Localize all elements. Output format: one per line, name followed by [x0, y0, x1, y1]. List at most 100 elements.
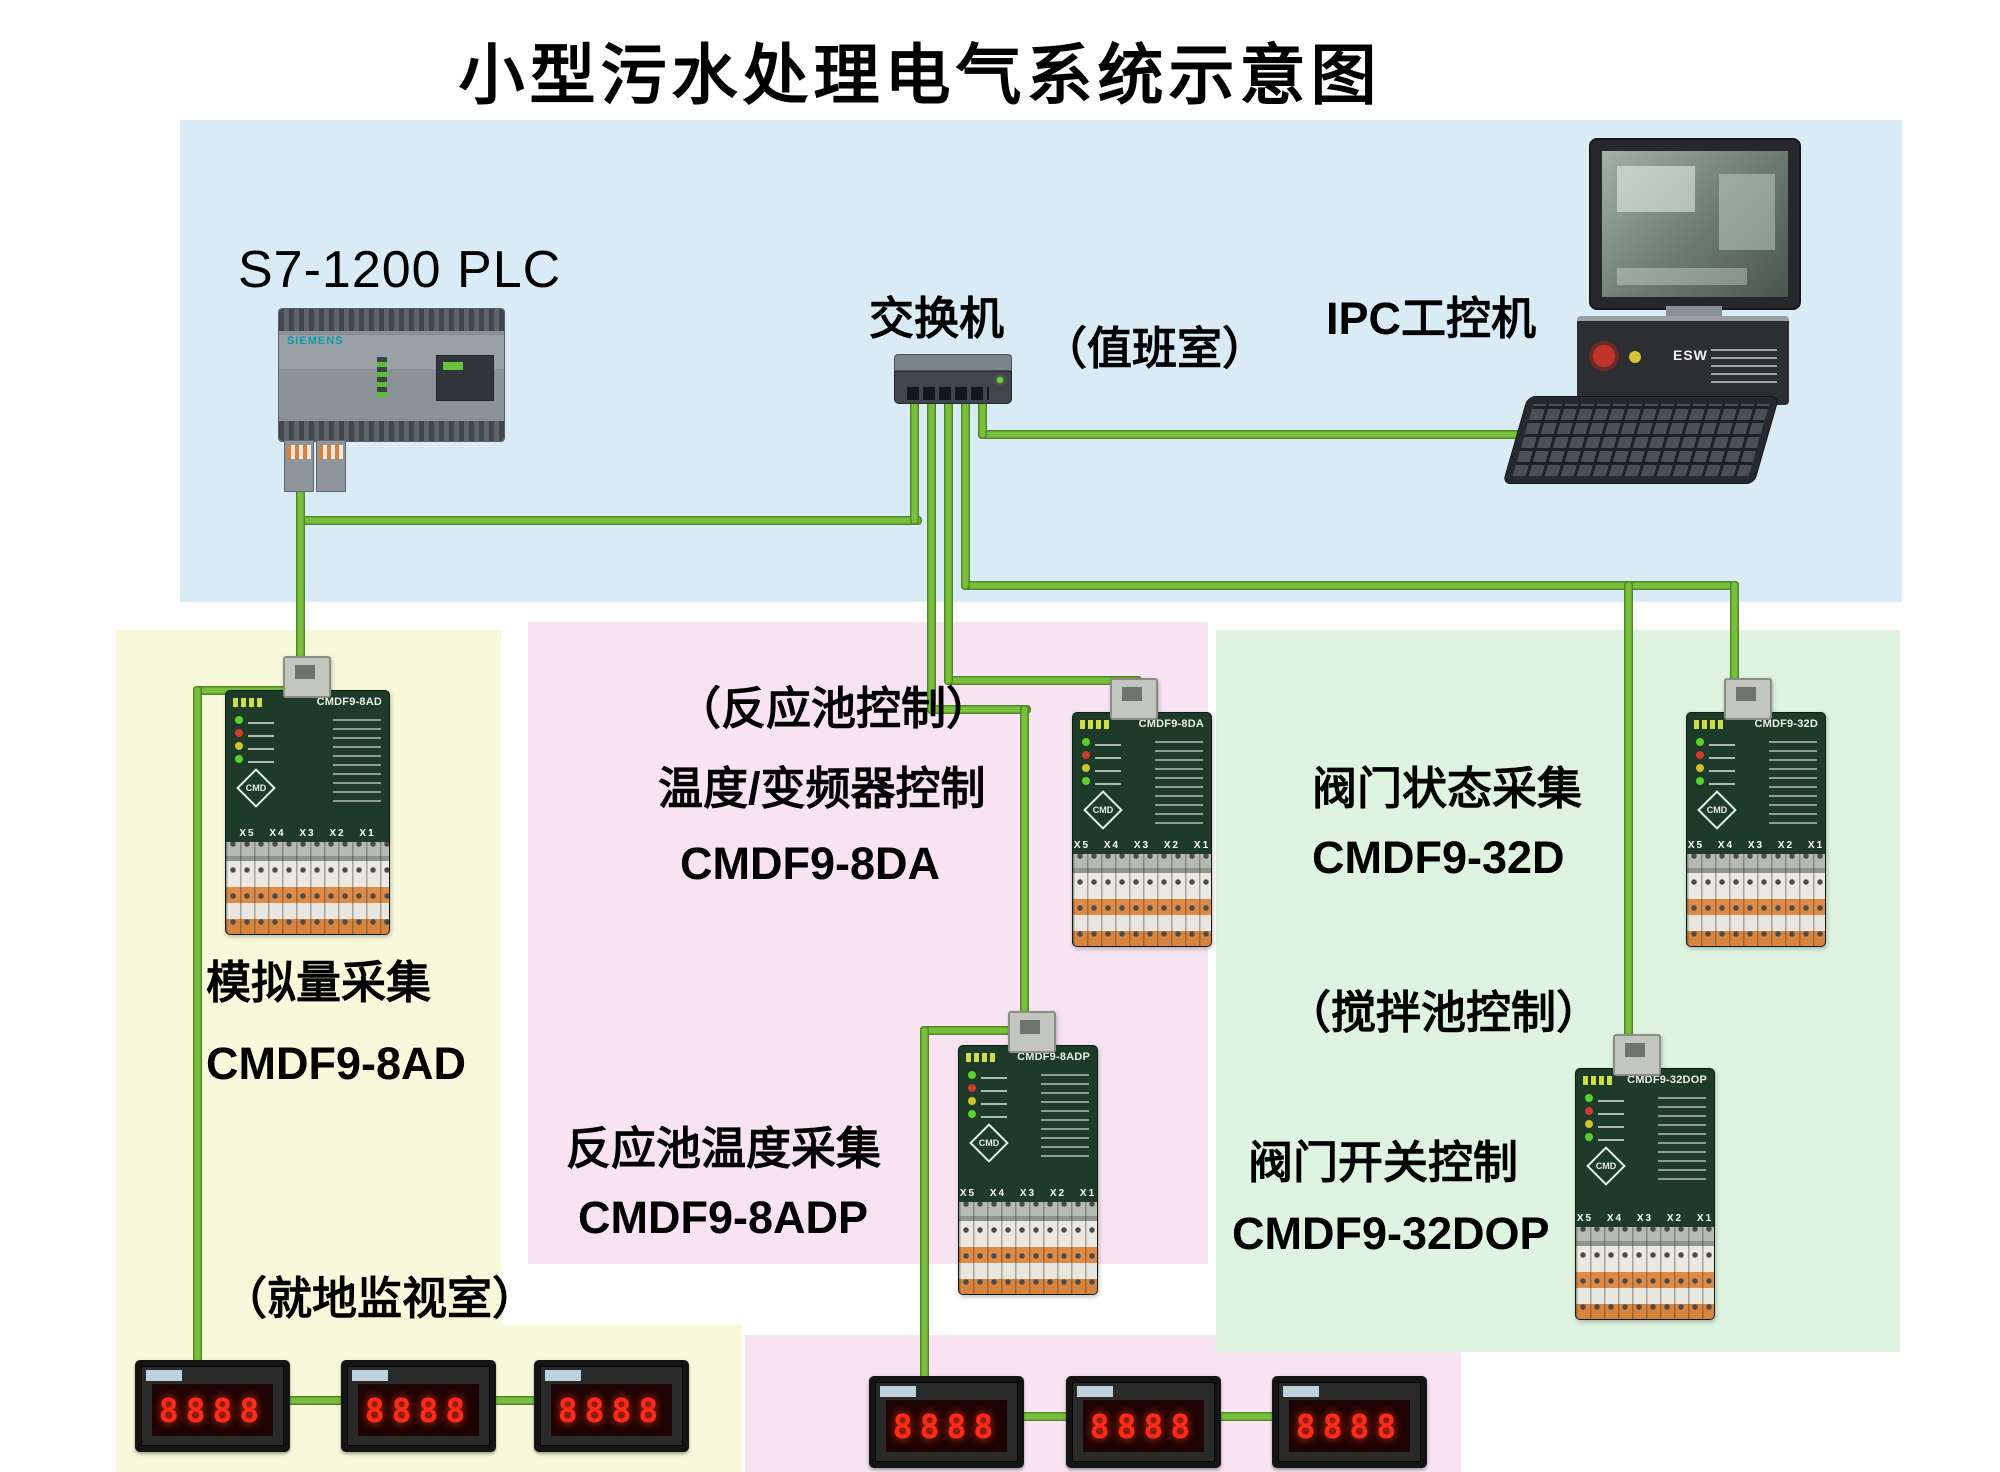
- module-terminal-labels: X5 X4 X3 X2 X1: [1687, 840, 1825, 851]
- panel-meter: 8888: [341, 1360, 496, 1452]
- plc-brand-label: SIEMENS: [287, 335, 344, 347]
- module-model-label: CMDF9-8ADP: [1017, 1051, 1090, 1063]
- panel-meter: 8888: [1272, 1376, 1427, 1468]
- ipc-badge-label: ESW: [1673, 347, 1708, 363]
- module-body: CMDF9-32D CMD X5 X4 X3 X2 X1: [1686, 712, 1826, 947]
- meter-display: 8888: [1083, 1400, 1204, 1452]
- module-led-column: [1585, 1094, 1593, 1102]
- module-body: CMDF9-8ADP CMD X5 X4 X3 X2 X1: [958, 1045, 1098, 1295]
- cmd-logo-text: CMD: [1595, 1161, 1617, 1171]
- module-led-column: [1082, 738, 1090, 746]
- ethernet-switch-device: [894, 354, 1012, 404]
- plc-device: SIEMENS: [278, 308, 505, 492]
- module-led-labels: [1095, 739, 1121, 785]
- meter-display: 8888: [551, 1384, 672, 1436]
- plc-label: S7-1200 PLC: [238, 241, 562, 299]
- model-8adp-label: CMDF9-8ADP: [578, 1192, 869, 1243]
- reaction-pool-control-label: （反应池控制）: [676, 683, 992, 734]
- switch-power-led-icon: [997, 377, 1003, 383]
- module-terminal-labels: X5 X4 X3 X2 X1: [1073, 840, 1211, 851]
- module-text-lines: [1041, 1073, 1089, 1157]
- model-32d-label: CMDF9-32D: [1312, 832, 1565, 883]
- cable-switch-port4-drop: [961, 398, 970, 590]
- cable-8ad-to-meters: [193, 686, 202, 1402]
- module-led-labels: [1709, 739, 1735, 785]
- module-terminal-labels: X5 X4 X3 X2 X1: [959, 1188, 1097, 1199]
- local-monitor-room-label: （就地监视室）: [222, 1273, 538, 1324]
- emergency-button-icon: [1593, 345, 1615, 367]
- cmd-logo-text: CMD: [978, 1138, 1000, 1148]
- switch-label: 交换机: [869, 293, 1005, 344]
- screen-statusbar: [1616, 267, 1748, 286]
- keyboard-keys: [1512, 404, 1770, 476]
- cable-8adp-to-meters: [920, 1026, 929, 1418]
- temp-vfd-control-label: 温度/变频器控制: [658, 763, 986, 814]
- module-text-lines: [1155, 740, 1203, 824]
- meter-display: 8888: [358, 1384, 479, 1436]
- power-button-icon: [1629, 351, 1641, 363]
- meter-badge: [352, 1370, 388, 1381]
- ipc-keyboard: [1502, 396, 1780, 484]
- module-body: CMDF9-8AD CMD X5 X4 X3 X2 X1: [225, 690, 390, 935]
- plc-led-column: [377, 357, 387, 397]
- module-brand-dots: [233, 697, 265, 707]
- module-cmdf9-8adp: CMDF9-8ADP CMD X5 X4 X3 X2 X1: [958, 1011, 1098, 1295]
- meter-display: 8888: [152, 1384, 273, 1436]
- module-text-lines: [1658, 1096, 1706, 1180]
- model-32dop-label: CMDF9-32DOP: [1232, 1208, 1550, 1259]
- cable-switch-port2-drop: [927, 398, 936, 714]
- valve-status-label: 阀门状态采集: [1312, 763, 1583, 814]
- module-brand-dots: [966, 1052, 998, 1062]
- plc-expansion-module: [316, 440, 346, 492]
- module-terminal-labels: X5 X4 X3 X2 X1: [239, 828, 376, 839]
- panel-meter: 8888: [534, 1360, 689, 1452]
- switch-ports: [907, 387, 989, 400]
- meter-badge: [545, 1370, 581, 1381]
- meter-display: 8888: [886, 1400, 1007, 1452]
- module-led-column: [968, 1071, 976, 1079]
- module-body: CMDF9-8DA CMD X5 X4 X3 X2 X1: [1072, 712, 1212, 947]
- cable-left-meter-link-2: [490, 1396, 540, 1405]
- module-cmdf9-32dop: CMDF9-32DOP CMD X5 X4 X3 X2 X1: [1575, 1034, 1715, 1320]
- module-led-labels: [1598, 1095, 1624, 1141]
- module-model-label: CMDF9-32DOP: [1627, 1074, 1707, 1086]
- panel-meter: 8888: [869, 1376, 1024, 1468]
- reaction-temp-acquisition-label: 反应池温度采集: [566, 1123, 882, 1174]
- cable-left-meter-link-1: [284, 1396, 346, 1405]
- module-terminal-block: [226, 842, 389, 934]
- mixing-pool-control-label: （搅拌池控制）: [1286, 987, 1602, 1038]
- panel-meter: 8888: [135, 1360, 290, 1452]
- module-terminal-block: [959, 1202, 1097, 1294]
- valve-switch-control-label: 阀门开关控制: [1248, 1137, 1519, 1188]
- module-terminal-block: [1073, 854, 1211, 946]
- plc-terminal-strip-top: [279, 309, 504, 331]
- plc-display: [436, 355, 494, 401]
- cable-32d-drop: [1730, 581, 1739, 683]
- meter-display: 8888: [1289, 1400, 1410, 1452]
- meter-badge: [880, 1386, 916, 1397]
- cable-switch-to-plc-horizontal: [300, 516, 922, 525]
- cable-to-8da-horizontal: [946, 676, 1142, 685]
- module-brand-dots: [1583, 1075, 1615, 1085]
- plc-body: SIEMENS: [278, 308, 505, 442]
- cable-mid-meter-link-2: [1214, 1412, 1276, 1421]
- module-model-label: CMDF9-8AD: [316, 696, 382, 708]
- meter-badge: [1283, 1386, 1319, 1397]
- diagram-title: 小型污水处理电气系统示意图: [458, 38, 1382, 112]
- module-model-label: CMDF9-8DA: [1138, 718, 1204, 730]
- module-terminal-block: [1576, 1227, 1714, 1319]
- module-terminal-labels: X5 X4 X3 X2 X1: [1576, 1213, 1714, 1224]
- ipc-monitor-screen: [1602, 151, 1788, 297]
- cable-ipc-drop: [978, 398, 987, 439]
- module-top-connector: [1724, 678, 1772, 720]
- cable-switch-to-right-horizontal: [963, 581, 1739, 590]
- cmd-logo-text: CMD: [245, 783, 267, 793]
- model-8ad-label: CMDF9-8AD: [206, 1038, 467, 1089]
- cable-switch-to-ipc: [978, 430, 1543, 439]
- module-led-labels: [981, 1072, 1007, 1118]
- cmd-logo-text: CMD: [1092, 805, 1114, 815]
- switch-front-face: [894, 371, 1012, 404]
- model-8da-label: CMDF9-8DA: [680, 838, 941, 889]
- cable-switch-port1-drop: [910, 398, 919, 525]
- module-model-label: CMDF9-32D: [1754, 718, 1818, 730]
